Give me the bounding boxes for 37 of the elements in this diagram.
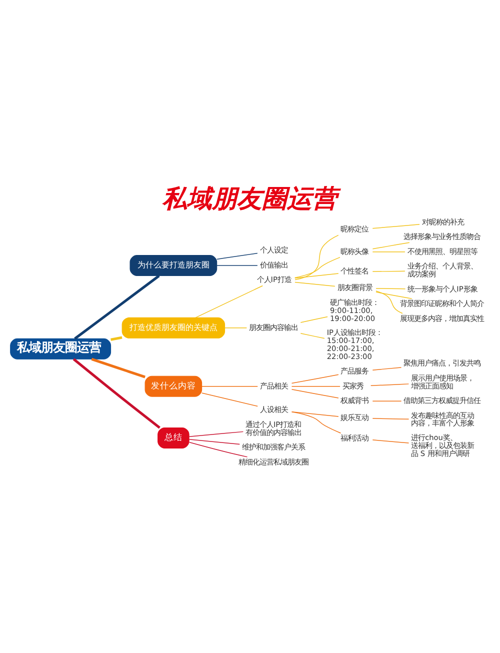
connector — [372, 418, 410, 420]
connector — [74, 274, 160, 340]
connector — [110, 336, 122, 341]
node-box: 发什么内容 — [144, 376, 202, 397]
connector — [294, 256, 340, 278]
connector — [300, 316, 328, 323]
connector — [372, 367, 402, 370]
connector — [195, 285, 263, 318]
connector — [188, 431, 244, 437]
connector — [294, 273, 339, 279]
connector — [291, 386, 340, 387]
connector — [294, 282, 336, 287]
connector — [372, 270, 406, 272]
connector — [291, 389, 339, 398]
connector — [188, 439, 240, 445]
connector — [370, 384, 410, 386]
connector — [72, 358, 160, 429]
connector — [216, 265, 258, 266]
connector — [372, 400, 402, 402]
connector — [372, 242, 410, 250]
connector — [294, 234, 339, 280]
connector — [188, 442, 248, 458]
connector — [291, 411, 339, 417]
connector — [216, 252, 258, 260]
connector — [291, 411, 342, 434]
connector — [372, 224, 420, 229]
connector — [202, 386, 258, 387]
connector — [91, 358, 146, 378]
connector — [372, 440, 410, 444]
connector — [202, 392, 258, 407]
connector — [376, 288, 406, 290]
connector — [291, 374, 339, 384]
node-box: 私域朋友圈运营 — [10, 338, 112, 360]
node-box: 总结 — [158, 427, 190, 448]
connector — [300, 332, 325, 339]
connector — [376, 290, 403, 314]
connector — [376, 292, 412, 300]
